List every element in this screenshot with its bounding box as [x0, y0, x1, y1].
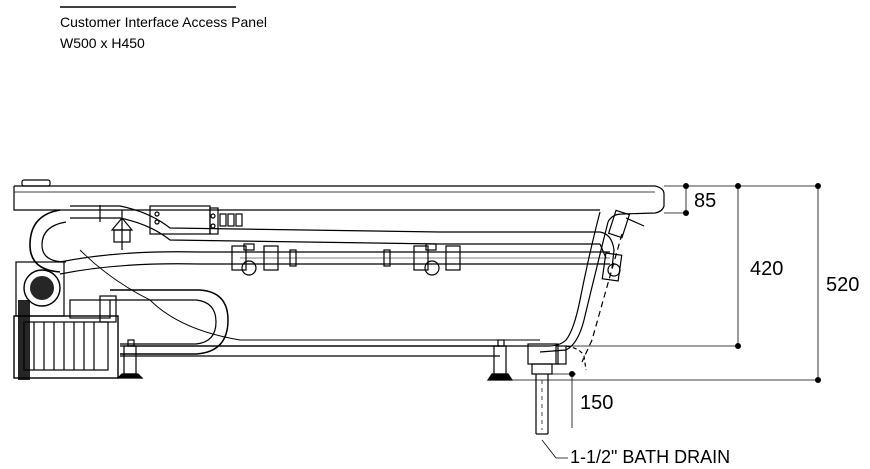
overflow-fitting [601, 209, 645, 282]
drain-fitting [527, 343, 587, 435]
valve-fitting [110, 217, 134, 243]
dimension-lines [510, 185, 819, 459]
bath-shell [13, 185, 665, 363]
access-panel-size: W500 x H450 [60, 35, 145, 51]
access-panel-title: Customer Interface Access Panel [60, 14, 267, 30]
pump-motor [13, 179, 119, 380]
dimension-dots [569, 183, 821, 383]
dimension-inner-height: 420 [750, 258, 784, 280]
dimension-drain-drop: 150 [580, 392, 614, 414]
dimension-overall-height: 520 [826, 274, 860, 296]
drain-callout: 1-1/2" BATH DRAIN [570, 447, 731, 467]
support-feet [116, 339, 514, 381]
dimension-rim-thickness: 85 [694, 190, 717, 212]
control-box [149, 205, 243, 235]
pipe-fittings [231, 243, 461, 276]
